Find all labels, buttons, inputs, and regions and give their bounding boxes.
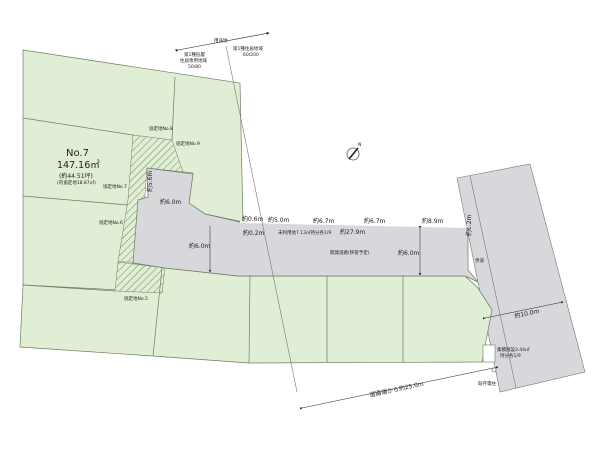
lot-lines [22, 76, 404, 364]
dim-25-0: 道路端から約25.0m [369, 380, 425, 399]
zone-left-1: 第1種低層 [184, 51, 205, 58]
development-road [132, 167, 479, 283]
agreement-label-no8: 協定地No.8 [149, 125, 173, 132]
utility-pole-icon [491, 367, 497, 373]
lot-note: (内協定地18.87㎡) [57, 179, 96, 186]
agreement-label-no5: 協定地No.5 [124, 295, 148, 302]
zoning-arrow-label: 用途地 [214, 37, 228, 44]
agreement-label-no9: 協定地No.9 [176, 140, 200, 147]
dim-27-9: 約27.9m [340, 228, 365, 236]
agreement-area-no5 [114, 261, 166, 294]
zone-right-1: 第1種住居地域 [233, 45, 263, 52]
development-road-label: 開発道路(移管予定) [330, 249, 370, 256]
dim-0-6: 約0.6m [242, 215, 264, 223]
dim-5-6: 約5.6m [146, 170, 154, 192]
zone-left-2: 住居専用地域 [180, 57, 207, 64]
dim-6-0-road-left: 約6.0m [189, 242, 211, 250]
agreement-label-no6: 協定地No.6 [99, 219, 123, 226]
sidewalk-label: 歩道 [475, 257, 484, 264]
zoning-arrow [175, 31, 270, 52]
dimension-lines [208, 226, 564, 410]
lot-number: No.7 [66, 148, 89, 159]
north-arrow-icon: N [346, 142, 361, 161]
dim-6-0-pocket: 約6.0m [160, 198, 182, 206]
collection-facility [482, 344, 496, 363]
dim-0-2-left: 約0.2m [243, 229, 265, 237]
unused-land-label: 未利用地7.13㎡持分各1/9 [278, 229, 331, 236]
zone-left-3: 50/80 [188, 64, 201, 70]
dim-5-0: 約5.0m [268, 216, 290, 224]
road-edge [239, 221, 471, 228]
agreement-label-no7: 協定地No.7 [103, 183, 127, 190]
facility-label: 集積施設3.44㎡ [497, 346, 530, 353]
facility-share-label: 持分各1/9 [500, 352, 521, 359]
sidewalk-line [469, 175, 517, 389]
zoning-boundary-line [225, 45, 298, 393]
lot-tsubo: (約44.51坪) [59, 172, 93, 180]
dim-6-7-a: 約6.7m [313, 217, 335, 225]
dim-6-0-road: 約6.0m [398, 249, 420, 257]
dim-0-2-right: 約0.2m [465, 214, 473, 236]
dim-8-9: 約8.9m [422, 217, 444, 225]
compass-label: N [358, 142, 361, 148]
utility-pole-label: 既存電柱 [478, 380, 496, 387]
zone-right-2: 60/200 [243, 52, 259, 58]
dim-6-7-b: 約6.7m [364, 217, 386, 225]
lot-area: 147.16㎡ [57, 160, 100, 171]
